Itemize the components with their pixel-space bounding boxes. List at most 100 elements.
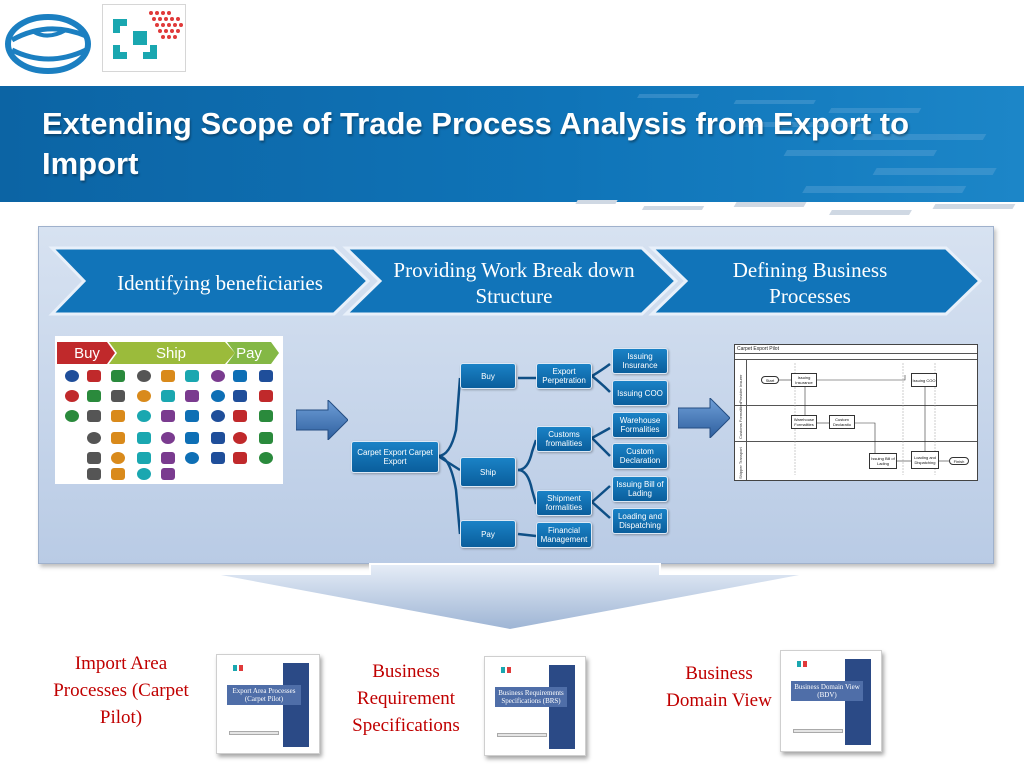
beneficiary-logo-icon [259, 410, 273, 422]
beneficiary-logo-icon [161, 452, 175, 464]
wbs-warehouse-formalities: Warehouse Formalities [612, 412, 668, 438]
process-issuing-coo: Issuing COO [911, 373, 937, 387]
beneficiary-logo-icon [137, 432, 151, 444]
process-custom-declaration: Custom Declaratio [829, 415, 855, 429]
page-title: Extending Scope of Trade Process Analysi… [42, 106, 910, 181]
doc-cover-title: Business Requirements Specifications (BR… [498, 689, 564, 705]
wbs-export-perpetration: Export Perpetration [536, 363, 592, 389]
beneficiary-logo-icon [185, 452, 199, 464]
doc-thumbnail-brs[interactable]: Business Requirements Specifications (BR… [484, 656, 586, 756]
beneficiary-logo-icon [185, 370, 199, 382]
beneficiary-logo-icon [137, 370, 151, 382]
funnel-arrow [210, 563, 810, 632]
wbs-buy: Buy [460, 363, 516, 389]
right-arrow-icon [296, 400, 348, 440]
process-loading-dispatching: Loading and Dispatching [911, 451, 939, 469]
chevron-identifying [48, 246, 371, 316]
beneficiary-logo-icon [87, 468, 101, 480]
buy-ship-pay-arrows [57, 342, 279, 364]
process-issuing-bill: Issuing Bill of Lading [869, 453, 897, 469]
beneficiary-logo-icon [259, 452, 273, 464]
beneficiary-logo-icon [137, 468, 151, 480]
process-issuing-insurance: Issuing Insurance [791, 373, 817, 387]
beneficiary-logo-icon [65, 410, 79, 422]
beneficiary-logo-icon [233, 410, 247, 422]
process-start: Start [761, 376, 779, 384]
business-process-chart: Carpet Export Pilot Provider Insurer Cus… [734, 344, 978, 481]
wbs-issuing-insurance: Issuing Insurance [612, 348, 668, 374]
beneficiary-logo-icon [111, 432, 125, 444]
cross-logo-icon [102, 4, 186, 72]
doc-thumbnail-bdv[interactable]: Business Domain View (BDV) [780, 650, 882, 752]
wbs-ship: Ship [460, 457, 516, 487]
beneficiary-logo-icon [137, 410, 151, 422]
chevron-business-processes [648, 246, 983, 316]
chevron-wbs [342, 246, 679, 316]
beneficiary-logo-icon [161, 432, 175, 444]
wbs-loading-dispatching: Loading and Dispatching [612, 508, 668, 534]
beneficiary-logo-icon [211, 452, 225, 464]
beneficiary-logo-icon [259, 370, 273, 382]
beneficiary-logo-icon [137, 390, 151, 402]
beneficiary-logo-icon [259, 432, 273, 444]
doc-label-import-area: Import Area Processes (Carpet Pilot) [53, 653, 189, 728]
beneficiaries-logo-board: Buy Ship Pay [55, 336, 283, 484]
beneficiary-logo-icon [211, 432, 225, 444]
wbs-shipment-formalities: Shipment formalities [536, 490, 592, 516]
doc-label-brs: Business Requirement Specifications [352, 661, 460, 736]
beneficiary-logo-icon [87, 452, 101, 464]
beneficiary-logo-icon [211, 410, 225, 422]
process-flow-lines [779, 363, 949, 475]
beneficiary-logo-icon [233, 452, 247, 464]
beneficiary-logo-icon [233, 370, 247, 382]
beneficiary-logo-icon [161, 410, 175, 422]
beneficiary-logo-icon [161, 370, 175, 382]
wbs-pay: Pay [460, 520, 516, 548]
wbs-connectors [437, 362, 611, 538]
doc-cover-title: Business Domain View [794, 683, 860, 691]
wbs-issuing-coo: Issuing COO [612, 380, 668, 406]
wbs-issuing-bill: Issuing Bill of Lading [612, 476, 668, 502]
beneficiary-logo-icon [233, 432, 247, 444]
banner-pattern [637, 94, 997, 193]
beneficiary-logo-icon [111, 468, 125, 480]
title-banner: Extending Scope of Trade Process Analysi… [0, 86, 1024, 202]
beneficiary-logo-icon [185, 390, 199, 402]
beneficiary-logo-icon [65, 370, 79, 382]
process-chart-title: Carpet Export Pilot [737, 346, 779, 352]
wbs-root: Carpet Export Carpet Export [351, 441, 439, 473]
doc-label-bdv: Business Domain View [666, 663, 772, 711]
buy-label: Buy [74, 344, 100, 362]
pay-label: Pay [236, 344, 262, 362]
beneficiary-logo-icon [211, 390, 225, 402]
chevron-wbs-label: Providing Work Break down Structure [393, 258, 635, 308]
beneficiary-logo-icon [161, 390, 175, 402]
beneficiary-logo-icon [111, 390, 125, 402]
beneficiary-logo-icon [185, 432, 199, 444]
chevron-identifying-label: Identifying beneficiaries [117, 271, 323, 295]
doc-cover-subtitle: (BDV) [817, 691, 837, 699]
process-finish: Finish [949, 457, 969, 465]
beneficiary-logo-icon [137, 452, 151, 464]
beneficiary-logo-icon [233, 390, 247, 402]
doc-cover-subtitle: (Carpet Pilot) [244, 695, 284, 703]
beneficiary-logo-icon [87, 370, 101, 382]
wbs-customs-formalities: Customs fromalities [536, 426, 592, 452]
process-warehouse-formalities: Warehouse Formalities [791, 415, 817, 429]
beneficiary-logo-icon [111, 370, 125, 382]
doc-cover-title: Export Area Processes [232, 687, 296, 695]
wbs-financial-management: Financial Management [536, 522, 592, 548]
right-arrow-icon [678, 398, 730, 438]
beneficiary-logo-icon [87, 432, 101, 444]
wbs-custom-declaration: Custom Declaration [612, 443, 668, 469]
beneficiary-logo-icon [65, 390, 79, 402]
beneficiary-logo-icon [211, 370, 225, 382]
beneficiary-logo-icon [87, 410, 101, 422]
beneficiary-logo-icon [185, 410, 199, 422]
beneficiary-logo-icon [111, 452, 125, 464]
decorative-stripes [575, 200, 1016, 215]
beneficiary-logo-icon [161, 468, 175, 480]
doc-thumbnail-import-area[interactable]: Export Area Processes (Carpet Pilot) [216, 654, 320, 754]
beneficiary-logo-icon [259, 390, 273, 402]
ship-label: Ship [155, 344, 187, 362]
